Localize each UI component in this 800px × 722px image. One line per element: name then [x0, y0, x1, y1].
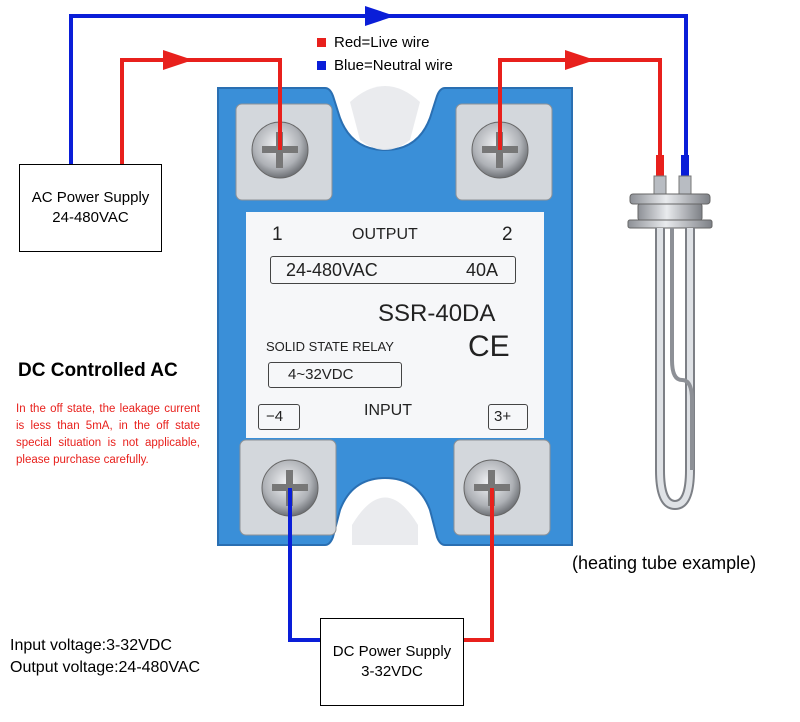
leakage-note: In the off state, the leakage current is…	[16, 403, 200, 466]
blue-legend-swatch	[317, 61, 326, 70]
dc-power-supply-box: DC Power Supply 3-32VDC	[320, 618, 464, 706]
neutral-wire-ac	[69, 6, 688, 164]
red-legend-label: Red=Live wire	[334, 34, 430, 51]
legend-red: Red=Live wire	[317, 34, 429, 51]
relay-type: SOLID STATE RELAY	[266, 339, 394, 354]
diagram-heading: DC Controlled AC	[18, 360, 178, 381]
ce-mark: CE	[468, 330, 510, 363]
ac-supply-voltage: 24-480VAC	[52, 209, 129, 226]
dc-supply-title: DC Power Supply	[332, 643, 452, 660]
terminal-2-label: 2	[502, 224, 513, 245]
dc-supply-voltage: 3-32VDC	[361, 663, 423, 680]
input-minus-box	[258, 404, 300, 430]
output-rating-box	[270, 256, 516, 284]
live-wire-output	[498, 50, 662, 162]
input-label: INPUT	[364, 402, 412, 419]
dc-negative-wire	[288, 488, 322, 642]
relay-label-plate: 1 OUTPUT 2 24-480VAC 40A SSR-40DA SOLID …	[246, 212, 544, 438]
red-legend-swatch	[317, 38, 326, 47]
live-wire-input	[120, 50, 282, 164]
dc-positive-wire	[462, 488, 494, 642]
heating-tube-illustration	[627, 155, 713, 511]
blue-legend-label: Blue=Neutral wire	[334, 57, 453, 74]
input-voltage-spec: Input voltage:3-32VDC	[10, 637, 172, 654]
output-voltage-rating: 24-480VAC	[286, 260, 378, 280]
output-current-rating: 40A	[466, 260, 499, 280]
input-rating-box	[268, 362, 402, 388]
output-voltage-spec: Output voltage:24-480VAC	[10, 659, 201, 676]
ac-power-supply-box: AC Power Supply 24-480VAC	[19, 164, 162, 252]
input-minus-label: −4	[266, 408, 284, 425]
ac-supply-title: AC Power Supply	[31, 189, 150, 206]
input-plus-box	[488, 404, 528, 430]
relay-model: SSR-40DA	[378, 300, 496, 327]
input-voltage-rating: 4~32VDC	[288, 366, 354, 383]
output-label: OUTPUT	[352, 226, 418, 243]
legend-blue: Blue=Neutral wire	[317, 57, 453, 74]
heating-tube-caption: (heating tube example)	[572, 553, 757, 573]
input-plus-label: 3+	[494, 408, 512, 425]
terminal-1-label: 1	[272, 224, 283, 245]
